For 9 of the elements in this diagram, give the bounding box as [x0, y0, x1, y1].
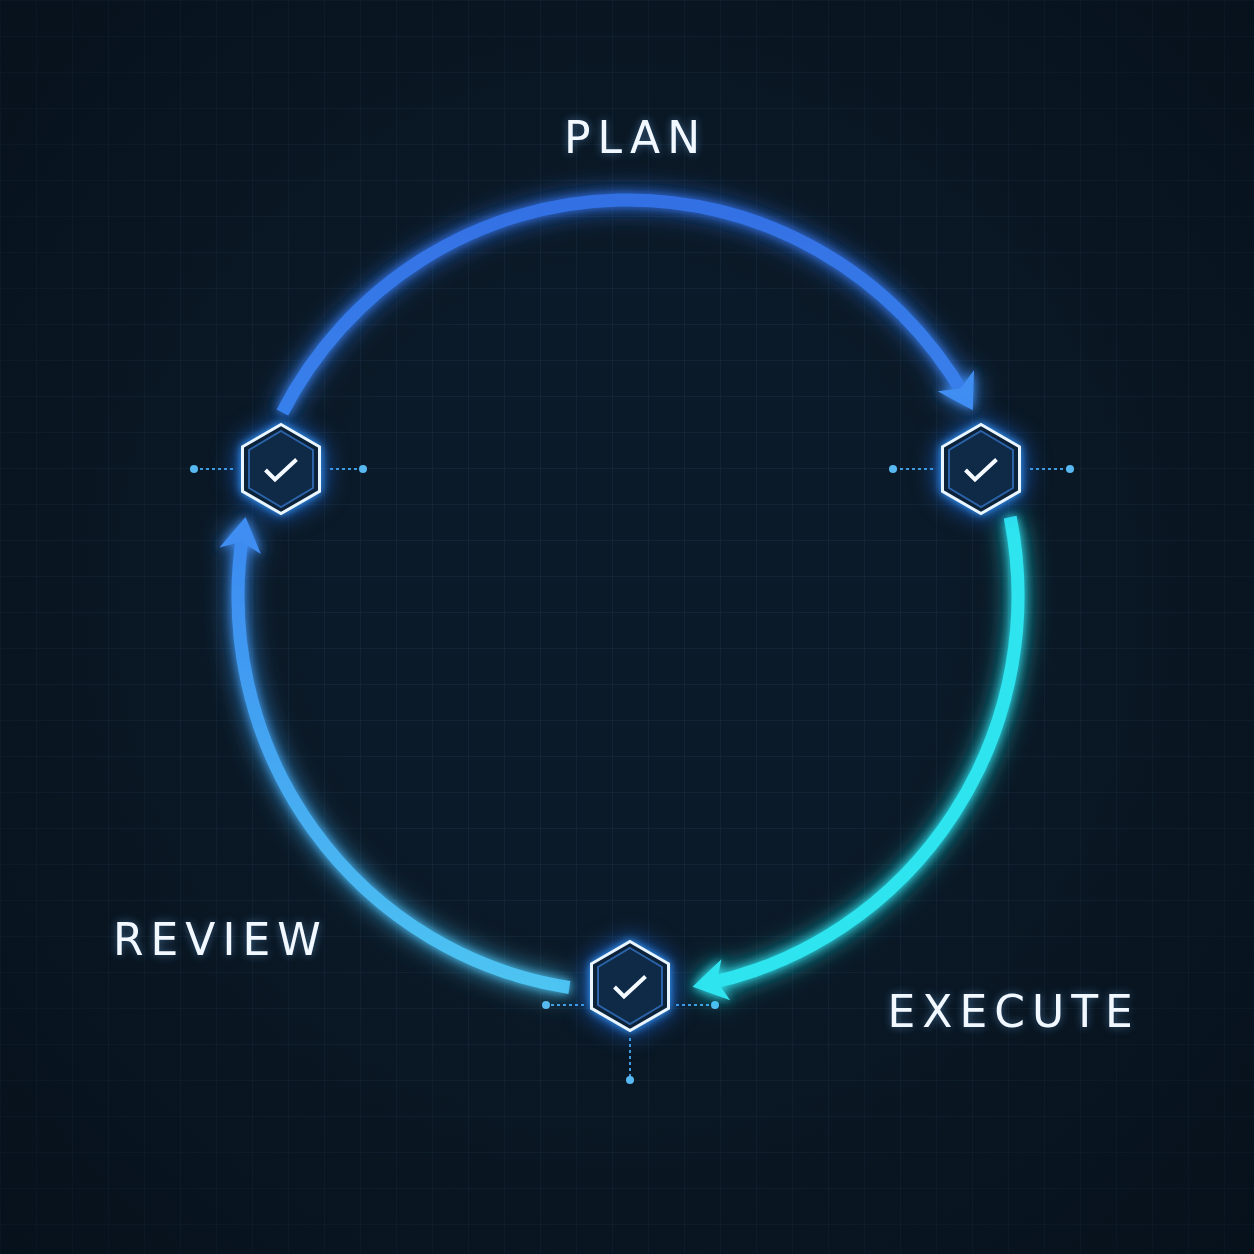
- hexagon-node: [241, 423, 321, 515]
- hexagon-node: [941, 423, 1021, 515]
- edge-label: EXECUTE: [887, 990, 1140, 1034]
- hexagon-node: [590, 940, 670, 1032]
- arrow: [692, 516, 1025, 999]
- arrow: [276, 193, 974, 416]
- arrow: [220, 517, 571, 994]
- edge-label: REVIEW: [113, 918, 328, 962]
- edge-label: PLAN: [564, 116, 708, 160]
